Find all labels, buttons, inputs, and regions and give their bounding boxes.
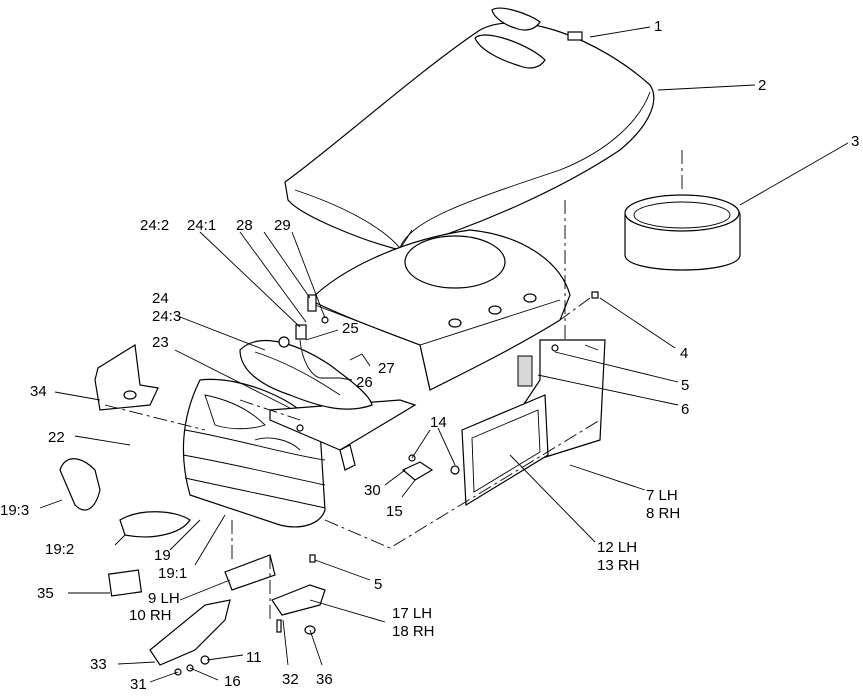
wiring-harness (278, 294, 363, 379)
callout-16: 16 (224, 673, 241, 690)
callout-24-1: 24:1 (187, 217, 216, 234)
callout-18: 18 RH (392, 623, 435, 640)
headlight-housing (239, 340, 373, 410)
callout-9: 9 LH (148, 590, 180, 607)
assembly-lines (104, 150, 683, 620)
callout-14: 14 (430, 414, 447, 431)
callout-24-2: 24:2 (140, 217, 169, 234)
callout-30: 30 (364, 482, 381, 499)
rear-shroud (308, 229, 571, 391)
support-bracket (269, 399, 417, 471)
callout-13: 13 RH (597, 557, 640, 574)
grille-side-pieces (59, 458, 191, 538)
callout-8: 8 RH (646, 505, 680, 522)
callout-19-3: 19:3 (0, 502, 29, 519)
callout-17: 17 LH (392, 605, 432, 622)
callout-19-2: 19:2 (45, 541, 74, 558)
callout-34: 34 (30, 383, 47, 400)
grille-assembly (182, 378, 326, 528)
hood-part (284, 7, 655, 251)
ring-part (624, 194, 741, 271)
callout-28: 28 (236, 217, 253, 234)
left-bracket-part (94, 343, 159, 411)
callout-25: 25 (342, 320, 359, 337)
callout-10: 10 RH (129, 607, 172, 624)
callout-15: 15 (386, 503, 403, 520)
callout-3: 3 (851, 133, 859, 150)
callout-31: 31 (130, 676, 147, 693)
leader-lines (39, 26, 849, 683)
callout-33: 33 (90, 656, 107, 673)
callout-35: 35 (37, 585, 54, 602)
callout-27: 27 (378, 360, 395, 377)
callout-11: 11 (246, 649, 262, 666)
callout-5-upper: 5 (681, 377, 689, 394)
callout-26: 26 (356, 374, 373, 391)
callout-7: 7 LH (646, 487, 678, 504)
callout-1: 1 (654, 18, 662, 35)
callout-5-lower: 5 (374, 576, 382, 593)
lower-brackets (149, 554, 326, 676)
callout-32: 32 (282, 671, 299, 688)
callout-19-1: 19:1 (158, 565, 187, 582)
callout-24: 24 (152, 290, 169, 307)
side-panel (461, 339, 606, 507)
callout-4: 4 (680, 345, 688, 362)
callout-2: 2 (758, 77, 766, 94)
callout-23: 23 (152, 334, 169, 351)
small-hardware (296, 291, 599, 563)
callout-6: 6 (681, 401, 689, 418)
callout-12: 12 LH (597, 539, 637, 556)
decal-part (107, 569, 143, 597)
callout-19: 19 (154, 547, 171, 564)
callout-labels: 1 2 3 4 5 6 7 LH 8 RH 12 LH 13 RH 14 15 … (0, 18, 859, 693)
callout-36: 36 (316, 671, 333, 688)
callout-24-3: 24:3 (152, 308, 181, 325)
callout-29: 29 (274, 217, 291, 234)
callout-22: 22 (48, 429, 65, 446)
